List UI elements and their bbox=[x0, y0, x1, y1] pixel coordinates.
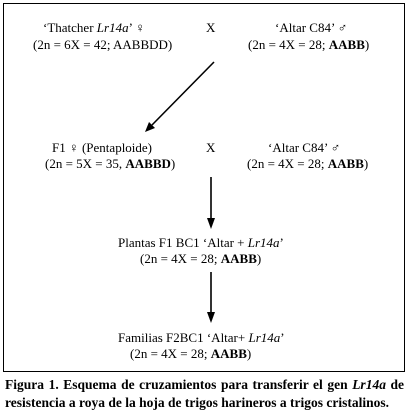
parent-2-karyotype: (2n = 4X = 28; AABB) bbox=[248, 37, 369, 53]
caption-lead: Figura 1. Esquema de cruzamientos para t… bbox=[5, 377, 353, 392]
f1-karyotype: (2n = 5X = 35, AABBD) bbox=[45, 156, 175, 172]
bc1-karyotype-open: (2n = 4X = 28; bbox=[140, 251, 221, 266]
recurrent-parent-karyotype-open: (2n = 4X = 28; bbox=[247, 156, 328, 171]
bc1-name-close: ’ bbox=[279, 235, 284, 250]
bc1-karyotype: (2n = 4X = 28; AABB) bbox=[140, 251, 261, 267]
arrow-bc1-to-f2bc1 bbox=[207, 272, 215, 323]
cross-symbol-1: X bbox=[206, 20, 216, 35]
f2bc1-karyotype-open: (2n = 4X = 28; bbox=[130, 346, 211, 361]
f1-karyotype-close: ) bbox=[170, 156, 176, 171]
figure-frame bbox=[3, 3, 405, 372]
f2bc1-genome: AABB bbox=[210, 346, 247, 361]
f1-genome: AABBD bbox=[125, 156, 171, 171]
f2bc1-name-close: ’ bbox=[280, 330, 285, 345]
f2bc1-karyotype: (2n = 4X = 28; AABB) bbox=[130, 346, 251, 362]
f1-karyotype-open: (2n = 5X = 35, bbox=[45, 156, 126, 171]
parent-1-gene: Lr14a bbox=[96, 20, 129, 35]
arrow-cross-to-f1 bbox=[145, 61, 215, 132]
f2bc1-name-open: Familias F2BC1 ‘Altar+ bbox=[118, 330, 249, 345]
f2bc1-karyotype-close: ) bbox=[246, 346, 252, 361]
parent-1-name-close: ’ ♀ bbox=[128, 20, 145, 35]
parent-2-genome: AABB bbox=[328, 37, 365, 52]
f2bc1-gene: Lr14a bbox=[248, 330, 281, 345]
parent-2-name: ‘Altar C84’ ♂ bbox=[275, 20, 348, 35]
recurrent-parent-name: ‘Altar C84’ ♂ bbox=[268, 140, 341, 155]
cross-symbol-2: X bbox=[206, 140, 216, 155]
figure-caption: Figura 1. Esquema de cruzamientos para t… bbox=[5, 376, 404, 412]
recurrent-parent-genome: AABB bbox=[327, 156, 364, 171]
bc1-name: Plantas F1 BC1 ‘Altar + Lr14a’ bbox=[118, 235, 284, 251]
parent-2-karyotype-open: (2n = 4X = 28; bbox=[248, 37, 329, 52]
parent-1-name-open: ‘Thatcher bbox=[43, 20, 97, 35]
recurrent-parent-karyotype-close: ) bbox=[363, 156, 369, 171]
bc1-name-open: Plantas F1 BC1 ‘Altar + bbox=[118, 235, 248, 250]
recurrent-parent-karyotype: (2n = 4X = 28; AABB) bbox=[247, 156, 368, 172]
bc1-genome: AABB bbox=[220, 251, 257, 266]
f1-name: F1 ♀ (Pentaploide) bbox=[52, 140, 153, 155]
bc1-gene: Lr14a bbox=[247, 235, 280, 250]
parent-2-karyotype-close: ) bbox=[364, 37, 370, 52]
caption-rest: de resistencia a roya de la hoja de trig… bbox=[5, 377, 405, 410]
bc1-karyotype-close: ) bbox=[256, 251, 262, 266]
parent-1-name: ‘Thatcher Lr14a’ ♀ bbox=[43, 20, 145, 36]
arrow-backcross-to-bc1 bbox=[207, 177, 215, 229]
caption-gene: Lr14a bbox=[352, 377, 386, 392]
parent-1-karyotype: (2n = 6X = 42; AABBDD) bbox=[33, 37, 173, 52]
f2bc1-name: Familias F2BC1 ‘Altar+ Lr14a’ bbox=[118, 330, 285, 346]
